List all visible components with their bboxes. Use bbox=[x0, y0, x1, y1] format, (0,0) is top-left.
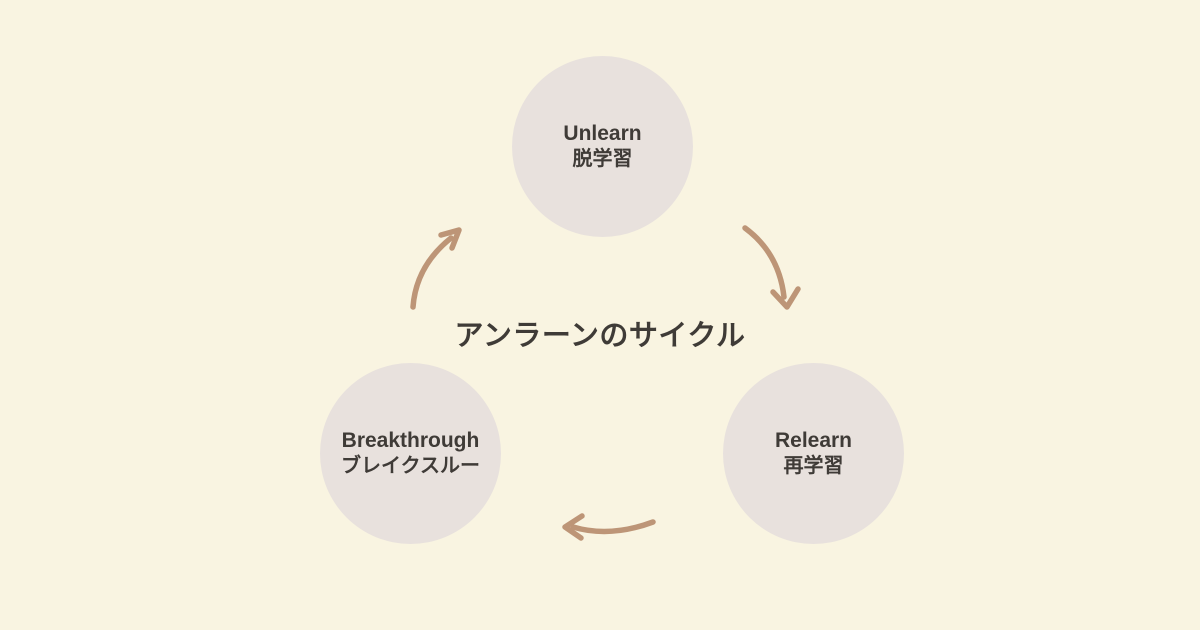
node-relearn-label-ja: 再学習 bbox=[783, 455, 844, 478]
arrow-breakthrough-to-unlearn bbox=[410, 227, 462, 310]
diagram-title: アンラーンのサイクル bbox=[454, 320, 746, 352]
node-unlearn-label-ja: 脱学習 bbox=[572, 148, 633, 171]
arrow-relearn-to-breakthrough bbox=[562, 513, 656, 541]
arrowhead-icon bbox=[562, 513, 585, 541]
node-relearn: Relearn 再学習 bbox=[723, 363, 904, 544]
arrow-curve bbox=[742, 225, 787, 300]
node-unlearn-label-en: Unlearn bbox=[563, 121, 642, 145]
arrow-curve bbox=[410, 235, 454, 310]
arrow-curve bbox=[570, 519, 656, 535]
arrowhead-icon bbox=[438, 227, 462, 251]
node-relearn-label-en: Relearn bbox=[774, 428, 853, 452]
arrowhead-icon bbox=[770, 286, 801, 310]
node-breakthrough-label-en: Breakthrough bbox=[341, 428, 480, 452]
node-breakthrough-label-ja: ブレイクスルー bbox=[341, 455, 480, 478]
node-breakthrough: Breakthrough ブレイクスルー bbox=[320, 363, 501, 544]
arrow-unlearn-to-relearn bbox=[742, 225, 801, 310]
node-unlearn: Unlearn 脱学習 bbox=[512, 56, 693, 237]
